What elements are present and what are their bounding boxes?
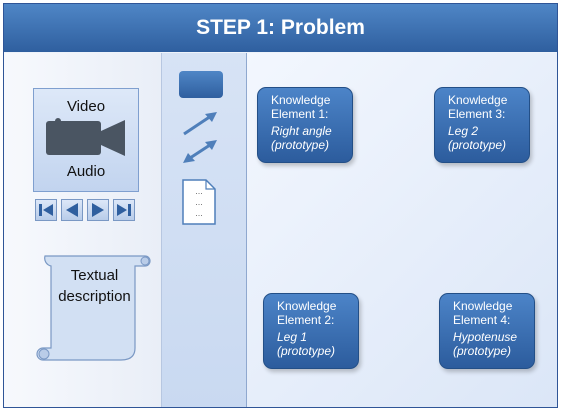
step-title: STEP 1: Problem	[196, 16, 365, 39]
knowledge-element-3[interactable]: Knowledge Element 3: Leg 2 (prototype)	[434, 87, 530, 163]
video-audio-box[interactable]: Video Audio	[33, 88, 139, 192]
double-arrow-tool-icon[interactable]	[180, 136, 220, 166]
skip-forward-button[interactable]	[113, 199, 135, 221]
ke-number: Element 2:	[277, 313, 335, 327]
video-camera-icon	[46, 118, 125, 156]
media-controls	[35, 199, 135, 221]
scroll-text-line2: description	[58, 288, 131, 305]
knowledge-element-1[interactable]: Knowledge Element 1: Right angle (protot…	[257, 87, 353, 163]
ke-note: (prototype)	[453, 344, 512, 358]
svg-text:…: …	[195, 209, 203, 218]
rewind-icon	[66, 203, 78, 217]
textual-description-scroll[interactable]	[33, 248, 153, 365]
play-button[interactable]	[87, 199, 109, 221]
ke-name: Right angle	[271, 124, 332, 138]
ke-number: Element 1:	[271, 107, 329, 121]
ke-title: Knowledge	[271, 93, 331, 107]
scroll-text-line1: Textual	[70, 267, 119, 284]
rewind-button[interactable]	[61, 199, 83, 221]
svg-text:…: …	[195, 198, 203, 207]
rectangle-tool[interactable]	[179, 71, 223, 98]
skip-back-button[interactable]	[35, 199, 57, 221]
ke-note: (prototype)	[448, 138, 507, 152]
tool-palette	[162, 53, 247, 407]
ke-name: Leg 1	[277, 330, 308, 344]
arrow-tool-icon[interactable]	[180, 108, 220, 138]
knowledge-element-4[interactable]: Knowledge Element 4: Hypotenuse (prototy…	[439, 293, 535, 369]
skip-back-icon	[39, 204, 53, 216]
ke-title: Knowledge	[448, 93, 508, 107]
svg-text:…: …	[195, 187, 203, 196]
ke-number: Element 4:	[453, 313, 511, 327]
step-header: STEP 1: Problem	[4, 4, 557, 52]
ke-note: (prototype)	[277, 344, 336, 358]
audio-label: Audio	[66, 163, 106, 180]
skip-forward-icon	[117, 204, 131, 216]
textual-description-text: Textual description	[47, 265, 142, 307]
ke-title: Knowledge	[453, 299, 513, 313]
ke-note: (prototype)	[271, 138, 330, 152]
knowledge-element-2[interactable]: Knowledge Element 2: Leg 1 (prototype)	[263, 293, 359, 369]
document-tool-icon[interactable]: … … …	[181, 178, 217, 226]
video-label: Video	[66, 98, 106, 115]
ke-title: Knowledge	[277, 299, 337, 313]
ke-name: Hypotenuse	[453, 330, 518, 344]
ke-name: Leg 2	[448, 124, 479, 138]
play-icon	[92, 203, 104, 217]
ke-number: Element 3:	[448, 107, 506, 121]
